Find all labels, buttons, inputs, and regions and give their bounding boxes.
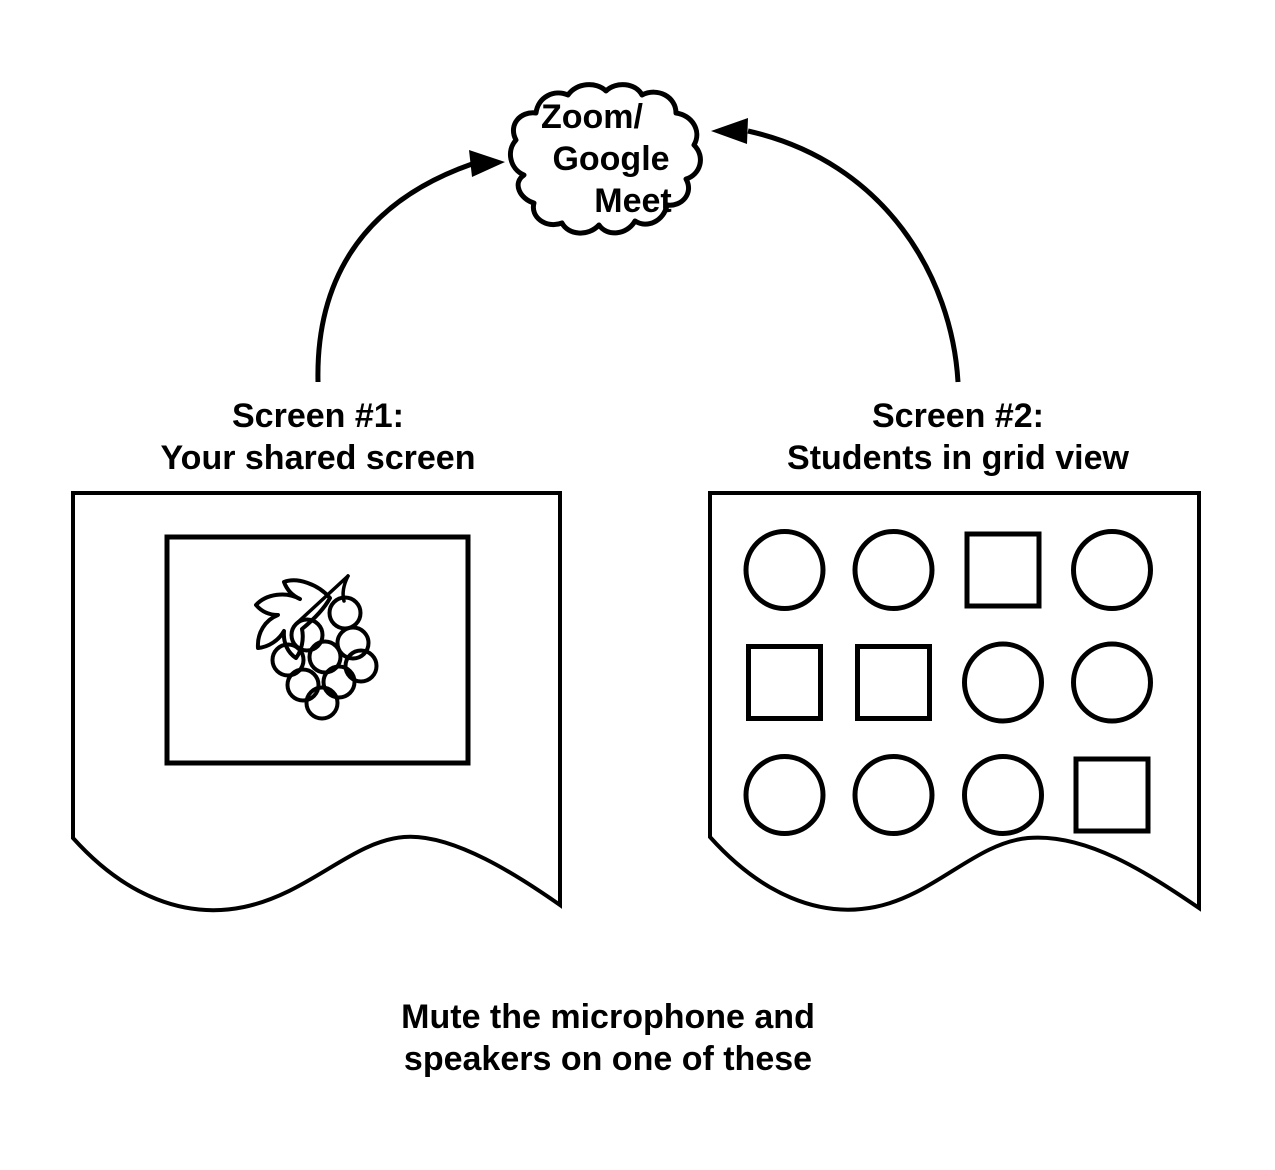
cloud-label: Zoom/ Google Meet [500,96,710,222]
cloud-shape [507,82,703,236]
student-circle [1071,641,1153,724]
students-grid [743,529,1153,836]
arrowhead-icon [469,150,505,177]
cloud-label-line3: Meet [594,182,672,220]
caption-line1: Mute the microphone and [401,998,815,1036]
caption: Mute the microphone and speakers on one … [348,996,868,1080]
caption-line2: speakers on one of these [403,1040,813,1078]
screen1-inner-frame [164,534,471,766]
student-square [746,644,823,721]
student-square [964,531,1042,609]
student-circle [743,529,826,611]
student-square [855,644,932,721]
student-circle [1071,529,1153,611]
student-circle [852,529,935,611]
screen2-title-line1: Screen #2: [872,397,1044,435]
screen1-title-line2: Your shared screen [160,439,476,477]
screen1-title-line1: Screen #1: [232,397,404,435]
student-square [1073,756,1151,834]
student-circle [743,754,826,836]
student-circle [962,641,1044,724]
screen1-title: Screen #1: Your shared screen [93,395,543,479]
cloud-label-line2: Google [552,140,670,178]
student-circle [962,754,1044,836]
grapes-icon [254,574,379,721]
arrowhead-icon [711,118,748,144]
student-circle [852,754,935,836]
grape-leaf [254,578,332,660]
arrow-screen1-to-cloud [315,150,505,383]
screen2-title: Screen #2: Students in grid view [733,395,1183,479]
screen2-title-line2: Students in grid view [787,439,1129,477]
arrow-screen2-to-cloud [711,118,961,383]
cloud-label-line1: Zoom/ [541,98,643,136]
